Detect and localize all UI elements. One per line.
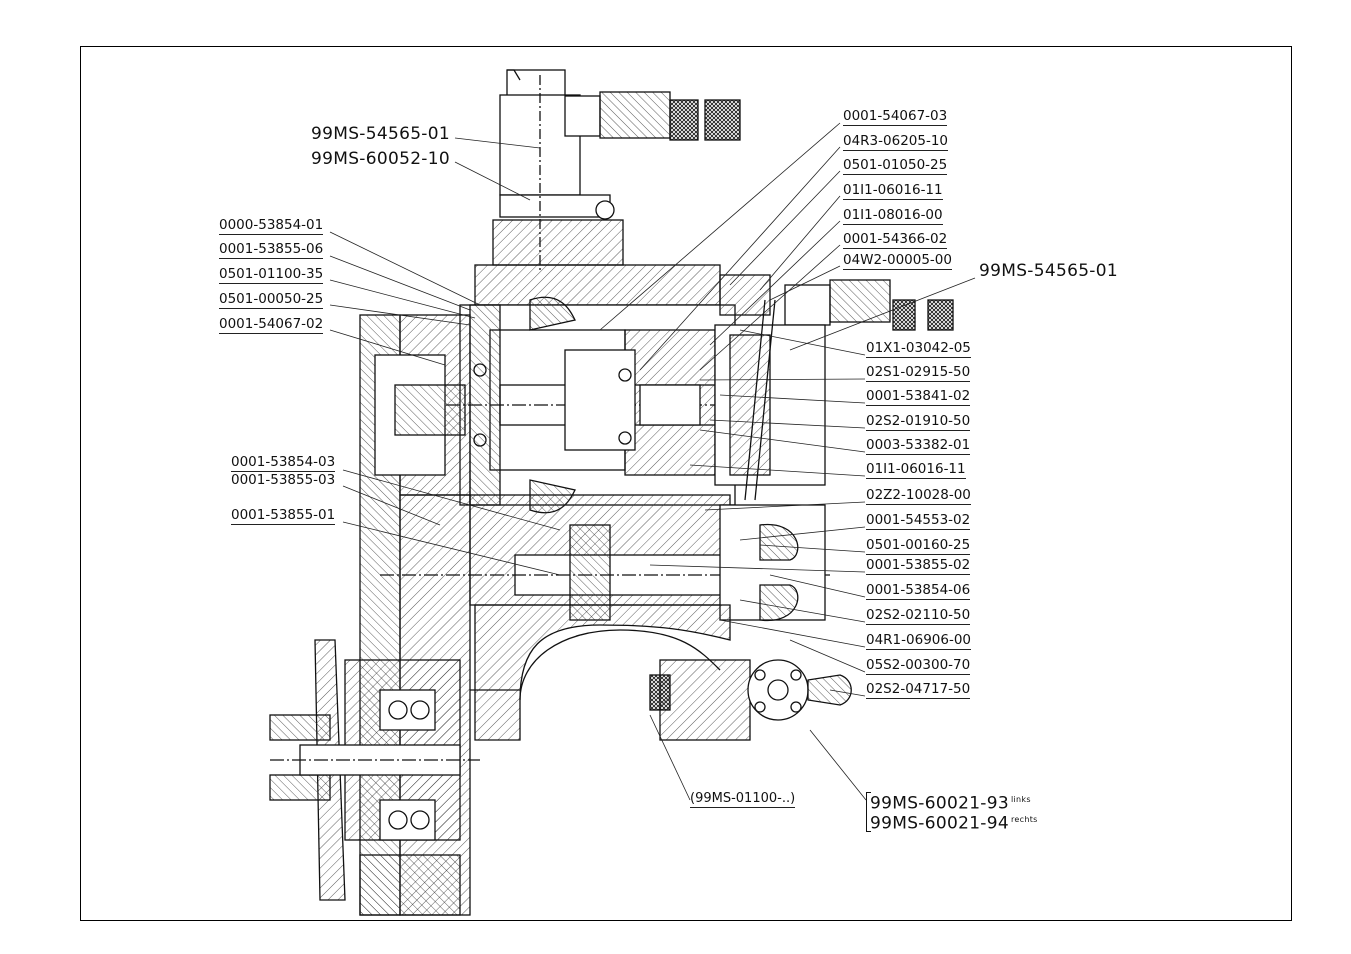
part-label: 0001-54366-02 bbox=[843, 231, 948, 249]
part-label: 0501-00050-25 bbox=[219, 291, 324, 309]
drawing-frame bbox=[80, 46, 1292, 921]
part-label: 02S2-01910-50 bbox=[866, 413, 971, 431]
part-label: 0501-00160-25 bbox=[866, 537, 971, 555]
part-label: 0001-54067-03 bbox=[843, 108, 948, 126]
part-label: 0001-53855-03 bbox=[231, 472, 336, 488]
part-label: 0001-53854-06 bbox=[866, 582, 971, 600]
variant-side: links bbox=[1010, 795, 1031, 804]
part-label: 01I1-06016-11 bbox=[866, 461, 966, 479]
part-label: 0001-53855-06 bbox=[219, 241, 324, 259]
part-label: 01I1-08016-00 bbox=[843, 207, 943, 225]
part-label: 0001-53854-03 bbox=[231, 454, 336, 472]
part-label: 05S2-00300-70 bbox=[866, 657, 971, 675]
part-label: 0000-53854-01 bbox=[219, 217, 324, 235]
part-label: 02S2-02110-50 bbox=[866, 607, 971, 625]
part-label: 0003-53382-01 bbox=[866, 437, 971, 455]
reference-label: (99MS-01100-..) bbox=[690, 791, 796, 808]
variant-code: 99MS-60021-94 bbox=[870, 813, 1009, 834]
part-label: 0001-54553-02 bbox=[866, 512, 971, 530]
part-label: 99MS-54565-01 bbox=[311, 124, 450, 144]
variant-code: 99MS-60021-93 bbox=[870, 793, 1009, 814]
part-label: 01I1-06016-11 bbox=[843, 182, 943, 200]
part-label: 04R3-06205-10 bbox=[843, 133, 949, 151]
part-label: 02S1-02915-50 bbox=[866, 364, 971, 382]
variant-side: rechts bbox=[1010, 815, 1038, 824]
part-label: 04R1-06906-00 bbox=[866, 632, 972, 650]
part-label: 01X1-03042-05 bbox=[866, 340, 971, 358]
part-label: 0001-53841-02 bbox=[866, 388, 971, 406]
part-label: 04W2-00005-00 bbox=[843, 252, 952, 270]
part-label: 02Z2-10028-00 bbox=[866, 487, 971, 505]
part-label: 0501-01050-25 bbox=[843, 157, 948, 175]
part-label: 99MS-54565-01 bbox=[979, 261, 1118, 281]
part-label: 0001-53855-01 bbox=[231, 507, 336, 525]
part-label: 0501-01100-35 bbox=[219, 266, 324, 284]
part-label: 0001-54067-02 bbox=[219, 316, 324, 334]
part-label: 02S2-04717-50 bbox=[866, 681, 971, 699]
variant-bracket bbox=[866, 792, 871, 832]
part-label: 99MS-60052-10 bbox=[311, 149, 450, 169]
part-label: 0001-53855-02 bbox=[866, 557, 971, 575]
